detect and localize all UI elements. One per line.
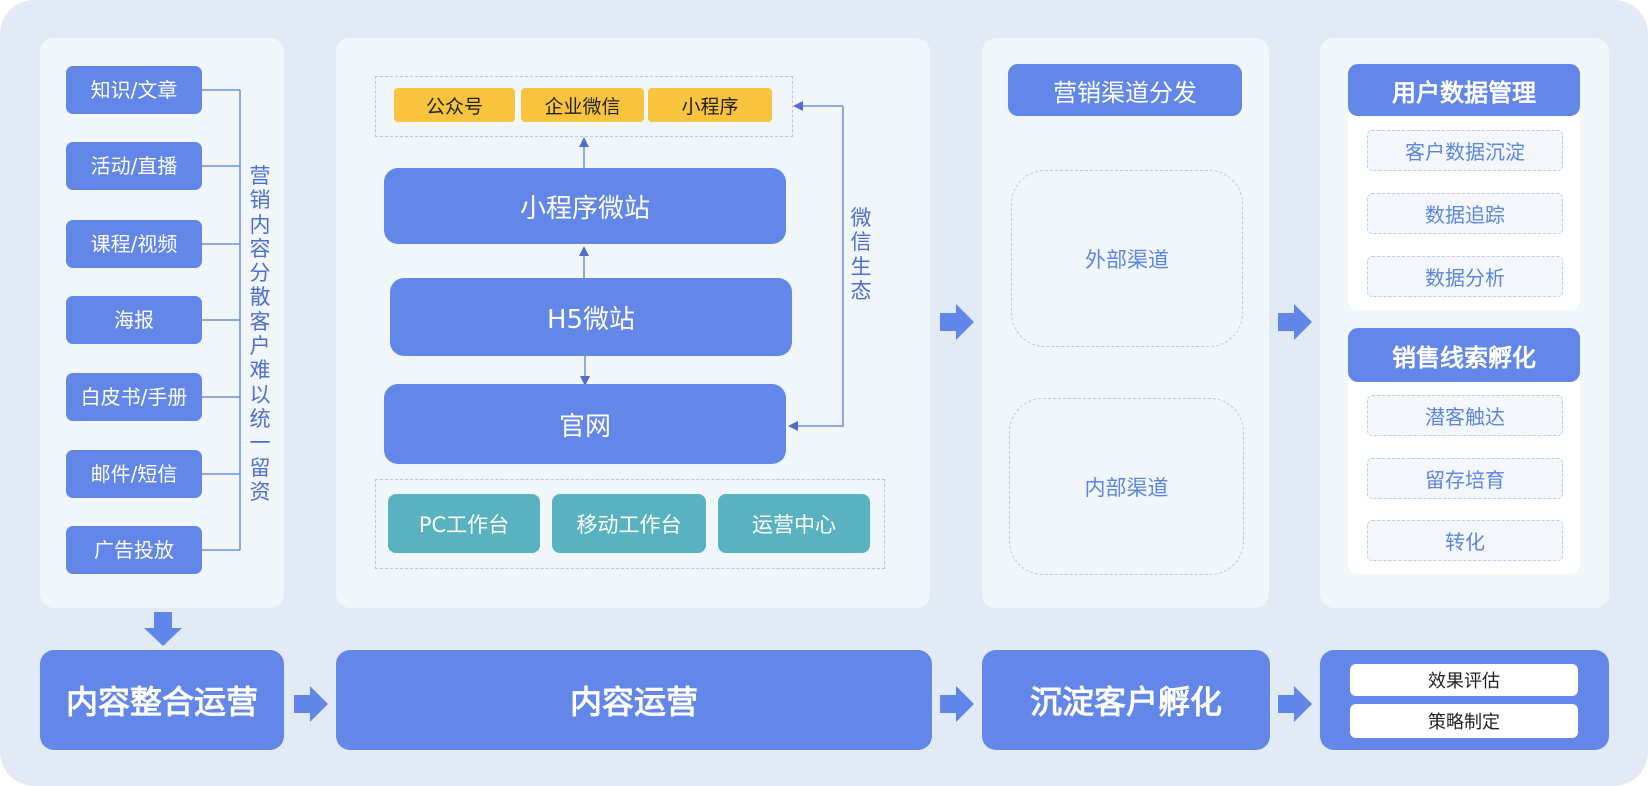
customer-data-retention[interactable]: 客户数据沉淀 [1367, 130, 1563, 171]
effect-evaluation[interactable]: 效果评估 [1350, 664, 1578, 696]
right-arrow-icon [940, 304, 974, 340]
stage-content-integration[interactable]: 内容整合运营 [40, 650, 284, 750]
scattered-content-label: 营销内容分散客户难以统一留资 [249, 164, 271, 504]
source-course-video[interactable]: 课程/视频 [66, 220, 202, 268]
wechat-miniprogram[interactable]: 小程序 [648, 88, 772, 122]
distribution-title: 营销渠道分发 [1008, 64, 1242, 116]
source-knowledge-article[interactable]: 知识/文章 [66, 66, 202, 114]
data-tracking[interactable]: 数据追踪 [1367, 193, 1563, 234]
h5-site[interactable]: H5微站 [390, 278, 792, 356]
prospect-reach[interactable]: 潜客触达 [1367, 395, 1563, 436]
official-website[interactable]: 官网 [384, 384, 786, 464]
wechat-channels-group [375, 76, 793, 137]
source-advertising[interactable]: 广告投放 [66, 526, 202, 574]
user-data-title: 用户数据管理 [1348, 64, 1580, 116]
data-analysis[interactable]: 数据分析 [1367, 256, 1563, 297]
miniprogram-site[interactable]: 小程序微站 [384, 168, 786, 244]
operations-center[interactable]: 运营中心 [718, 494, 870, 553]
internal-channel[interactable]: 内部渠道 [1009, 398, 1244, 575]
stage-content-operations[interactable]: 内容运营 [336, 650, 932, 750]
right-arrow-icon [940, 686, 974, 722]
right-arrow-icon [294, 686, 328, 722]
external-channel[interactable]: 外部渠道 [1011, 170, 1243, 347]
right-arrow-icon [1278, 686, 1312, 722]
wechat-ecosystem-label: 微信生态 [850, 206, 872, 303]
right-arrow-icon [1278, 304, 1312, 340]
wechat-work[interactable]: 企业微信 [521, 88, 644, 122]
conversion[interactable]: 转化 [1367, 520, 1563, 561]
mobile-workbench[interactable]: 移动工作台 [552, 494, 706, 553]
pc-workbench[interactable]: PC工作台 [388, 494, 540, 553]
retention-nurturing[interactable]: 留存培育 [1367, 458, 1563, 499]
source-poster[interactable]: 海报 [66, 296, 202, 344]
wechat-official-account[interactable]: 公众号 [394, 88, 515, 122]
sales-leads-title: 销售线索孵化 [1348, 328, 1580, 382]
workbench-group [375, 479, 885, 569]
down-arrow-icon [144, 612, 182, 646]
source-event-live[interactable]: 活动/直播 [66, 142, 202, 190]
source-whitepaper[interactable]: 白皮书/手册 [66, 373, 202, 421]
stage-customer-incubation[interactable]: 沉淀客户孵化 [982, 650, 1270, 750]
source-email-sms[interactable]: 邮件/短信 [66, 450, 202, 498]
strategy-formulation[interactable]: 策略制定 [1350, 704, 1578, 738]
